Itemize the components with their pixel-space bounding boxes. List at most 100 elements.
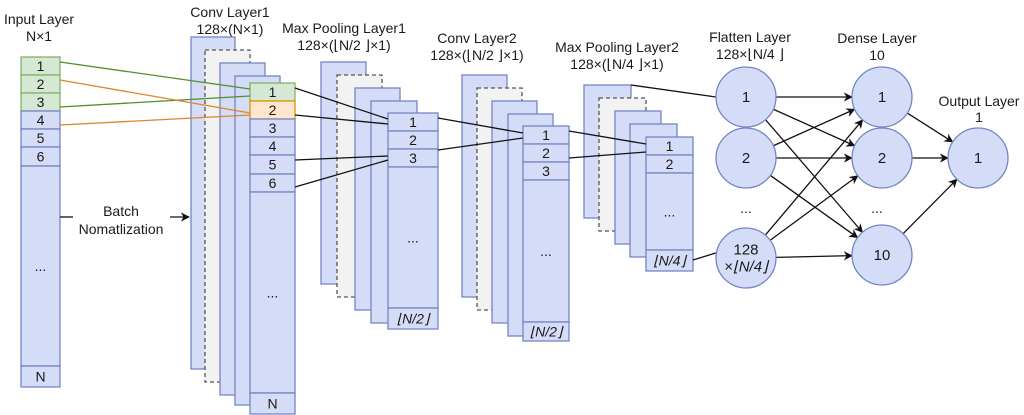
dense-node: 1 (851, 66, 913, 128)
pool2-front-map-cell-label: 2 (666, 156, 674, 172)
dense-ellipsis: ... (871, 200, 883, 216)
batch-norm-line1: Batch (103, 203, 139, 219)
flatten-to-dense-arrow (769, 175, 859, 241)
flatten-to-dense-arrow (765, 119, 864, 233)
output-title: Output Layer 1 (939, 93, 1020, 125)
flatten-to-dense-arrow (770, 174, 859, 239)
pool2-title: Max Pooling Layer2 128×(⌊N/4 ⌋×1) (555, 39, 679, 72)
conv1-front-map-cell (249, 392, 296, 415)
pool1-front-map-cell (387, 307, 439, 330)
input-layer-shape: N×1 (26, 28, 52, 44)
conv2-front-map-cell-label: ... (540, 243, 552, 259)
input-layer-column-cell (20, 365, 61, 388)
pool1-front-map-cell-label: ... (407, 230, 419, 246)
pool2-to-flatten-line (630, 84, 717, 98)
flatten-shape: 128×⌊N/4 ⌋ (716, 46, 784, 62)
conv2-to-pool2-line (568, 130, 647, 145)
conv1-front-map-cell-label: 1 (269, 84, 277, 100)
flatten-node-circle (715, 127, 777, 189)
flatten-node-label: 128 (733, 242, 758, 259)
flatten-to-dense-arrow (764, 119, 864, 236)
conv2-front-map-cell (522, 321, 570, 342)
input-layer-column-cell-label: N (35, 369, 45, 385)
pool1-front-map-cell-label: 3 (409, 150, 417, 166)
conv2-front-map-cell-label: ⌊N/2⌋ (530, 324, 564, 340)
flatten-to-dense-arrow (775, 251, 853, 261)
conv1-title: Conv Layer1 128×(N×1) (190, 4, 270, 37)
input-layer-column-cell-label: 3 (37, 94, 45, 110)
dense-node-label: 1 (878, 89, 886, 106)
conv1-to-pool1-line (294, 87, 389, 120)
conv1-front-map-cell (249, 191, 296, 394)
pool2-front-map-cell-label: 1 (666, 138, 674, 154)
flatten-title: Flatten Layer 128×⌊N/4 ⌋ (709, 29, 791, 62)
pool1-front-map-cell-label: 1 (409, 114, 417, 130)
input-to-conv1-line (59, 95, 251, 108)
output-node-label: 1 (974, 150, 982, 167)
conv2-filter-maps (461, 74, 554, 337)
pool2-front-map-cell-label: ... (664, 204, 676, 220)
conv1-front-map-cell-label: 2 (269, 102, 277, 118)
pool2-front-map-cell (645, 172, 694, 251)
conv2-shape: 128×(⌊N/2 ⌋×1) (430, 47, 523, 63)
conv1-front-map-cell-label: N (267, 396, 277, 412)
dense-node-circle (851, 127, 913, 189)
conv2-front-map: 1 2 3... ⌊N/2⌋ (522, 125, 570, 342)
pool1-front-map-cell-label: ⌊N/2⌋ (397, 311, 431, 327)
feature-map-stacks: 123456...N123456...N123...⌊N/2⌋123...⌊N/… (20, 36, 694, 415)
pool1-front-map-cell-label: 2 (409, 132, 417, 148)
input-to-conv1-line (59, 61, 251, 90)
output-shape: 1 (975, 109, 983, 125)
flatten-node: 2 (715, 127, 777, 189)
batch-norm-line2: Nomatlization (79, 221, 164, 237)
conv1-front-map-cell-label: ... (267, 285, 279, 301)
flatten-node-label: ×⌊N/4⌋ (724, 259, 770, 276)
input-layer-column-cell-label: 4 (37, 112, 45, 128)
pool2-shape: 128×(⌊N/4 ⌋×1) (570, 56, 663, 72)
pool1-title-text: Max Pooling Layer1 (282, 20, 406, 36)
conv1-to-pool1-line (294, 155, 389, 161)
flatten-node-label: 1 (742, 89, 750, 106)
pool1-to-conv2-line (437, 117, 524, 134)
conv2-front-map-cell (522, 179, 570, 323)
input-layer-column-cell-label: 2 (37, 76, 45, 92)
conv1-to-pool1-line (294, 159, 389, 188)
input-layer-column-cell-label: ... (35, 258, 47, 274)
pool1-title: Max Pooling Layer1 128×(⌊N/2 ⌋×1) (282, 20, 406, 53)
pool2-front-map-cell-label: ⌊N/4⌋ (653, 253, 687, 269)
flatten-to-dense-arrow (773, 108, 856, 147)
output-node: 1 (947, 127, 1009, 189)
conv1-front-map-cell-label: 4 (269, 138, 277, 154)
conv1-front-map-cell-label: 6 (269, 175, 277, 191)
pool1-shape: 128×(⌊N/2 ⌋×1) (297, 37, 390, 53)
conv1-front-map-cell-label: 5 (269, 157, 277, 173)
connections (59, 61, 958, 261)
conv2-front-map-cell-label: 1 (542, 127, 550, 143)
dense-shape: 10 (869, 47, 885, 63)
output-title-text: Output Layer (939, 93, 1020, 109)
dense-node-label: 10 (874, 247, 891, 264)
flatten-title-text: Flatten Layer (709, 29, 791, 45)
batch-normalization: Batch Nomatlization (60, 203, 190, 237)
dense-node: 2 (851, 127, 913, 189)
neuron-nodes: 12128×⌊N/4⌋12101...... (715, 66, 1009, 289)
conv2-title-text: Conv Layer2 (437, 30, 517, 46)
input-layer-column-cell (20, 165, 61, 367)
pool2-title-text: Max Pooling Layer2 (555, 39, 679, 55)
dense-to-output-arrow (906, 112, 954, 143)
dense-node: 10 (851, 224, 913, 286)
input-layer-column-cell-label: 5 (37, 130, 45, 146)
flatten-node-label: 2 (742, 150, 750, 167)
input-to-conv1-line (59, 114, 251, 126)
pool1-to-conv2-line (437, 137, 524, 151)
dense-node-circle (851, 66, 913, 128)
flatten-node: 1 (715, 66, 777, 128)
conv1-shape: 128×(N×1) (197, 21, 264, 37)
conv2-front-map-cell-label: 3 (542, 163, 550, 179)
conv2-front-map-cell-label: 2 (542, 145, 550, 161)
input-to-conv1-line (59, 79, 251, 114)
conv1-title-text: Conv Layer1 (190, 4, 270, 20)
